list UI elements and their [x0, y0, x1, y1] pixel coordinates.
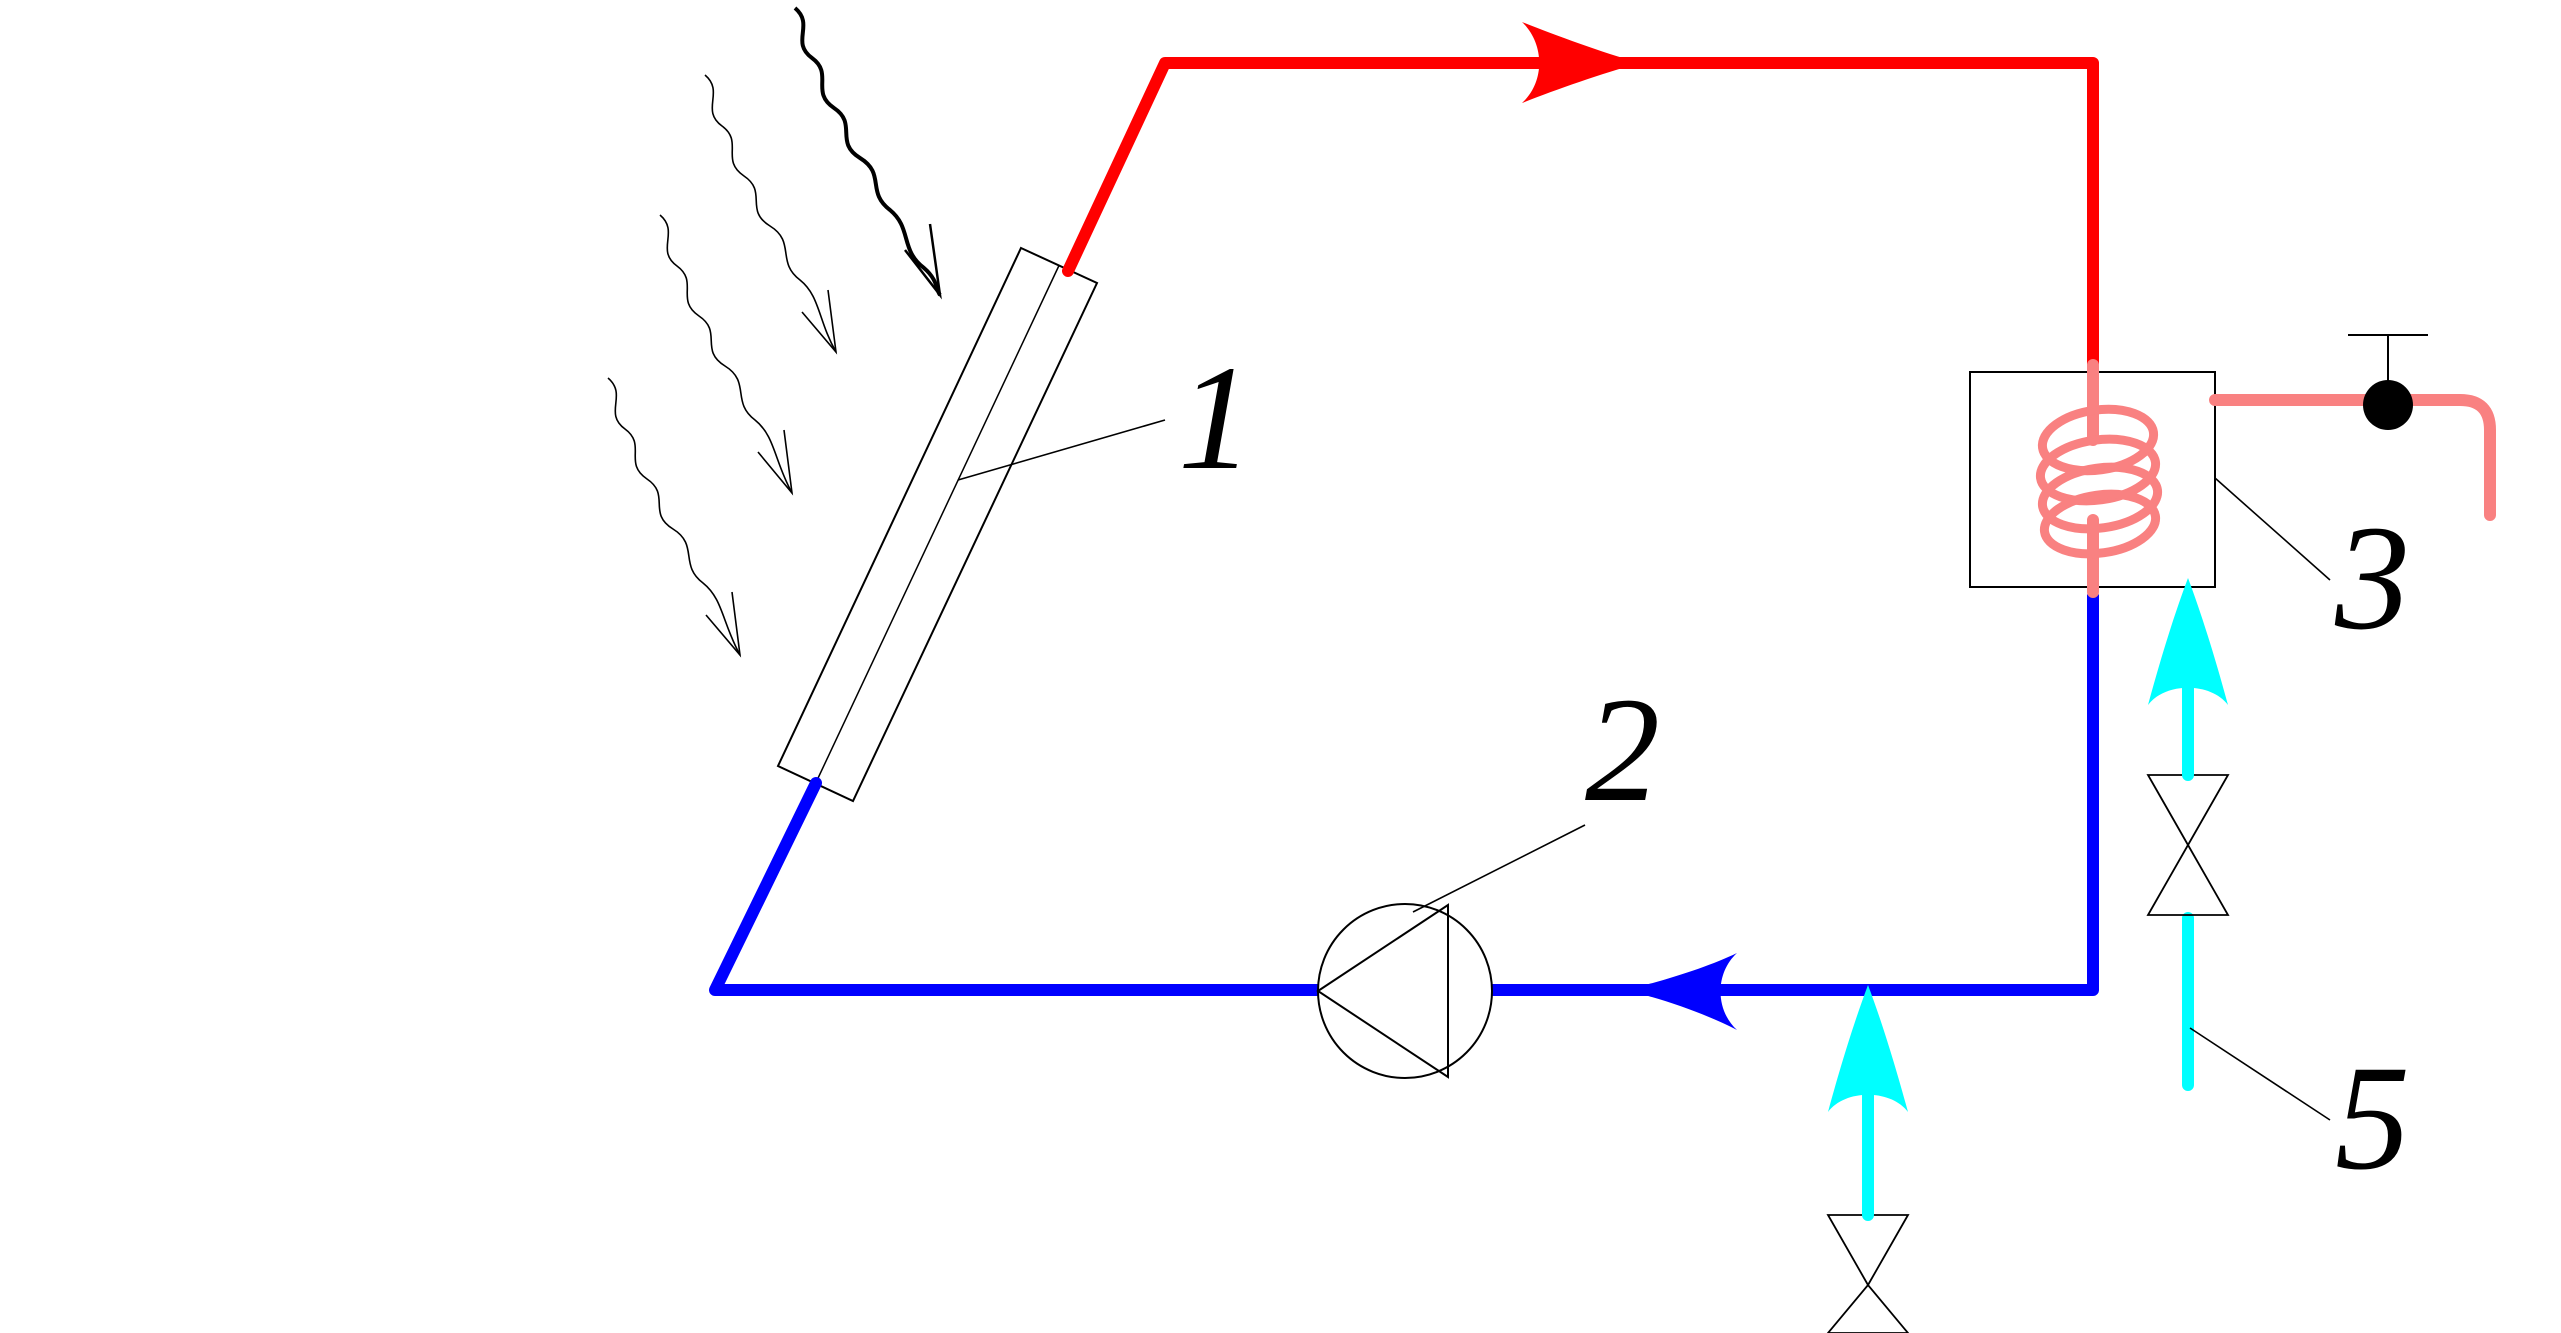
return-pipe-left — [709, 777, 1324, 996]
radiation-ray-3 — [659, 214, 793, 494]
label-pump: 2 — [1585, 667, 1660, 833]
label-collector: 1 — [1178, 335, 1253, 501]
coil-turn-2 — [2035, 434, 2161, 506]
supply-pipe — [1062, 57, 2099, 378]
valve-bottom-triangle — [2146, 843, 2230, 916]
supply-flow-arrowhead-icon — [1522, 22, 1640, 103]
makeup-flow-arrowhead-icon — [1828, 985, 1908, 1112]
label-heat-exchanger: 3 — [2334, 495, 2410, 661]
radiation-ray-4 — [607, 377, 741, 656]
return-line — [709, 590, 2099, 1030]
callout-numbers: 1 2 3 5 — [1178, 335, 2410, 1201]
tap-ball — [2363, 380, 2413, 430]
radiation-arrowhead-1 — [904, 223, 942, 300]
callout-leaders — [957, 419, 2331, 1121]
hot-water-pipe — [2209, 394, 2496, 521]
heat-exchanger — [1969, 359, 2216, 598]
coil-turn-3 — [2037, 462, 2163, 534]
cold-water-inlet — [2146, 578, 2230, 1091]
bowtie-valve-icon — [2146, 774, 2230, 916]
pump-triangle — [1316, 903, 1449, 1079]
solar-radiation-icon — [607, 6, 942, 658]
hot-water-outlet — [2209, 334, 2496, 521]
leader-cold-water — [2189, 1027, 2331, 1121]
radiation-ray-2 — [704, 74, 837, 353]
return-pipe-right — [1486, 590, 2099, 996]
return-flow-arrowhead-icon — [1625, 953, 1737, 1030]
circulation-pump-icon — [1316, 903, 1493, 1079]
makeup-valve-top-triangle — [1826, 1214, 1910, 1287]
radiation-arrowhead-2 — [801, 289, 838, 355]
pump-casing — [1317, 903, 1493, 1079]
tap-valve-icon — [2348, 334, 2428, 430]
heating-coil-icon — [2035, 404, 2163, 559]
bowtie-valve-icon — [1826, 1214, 1910, 1333]
valve-top-triangle — [2146, 774, 2230, 847]
radiation-arrowhead-4 — [705, 591, 742, 658]
leader-heat-exchanger — [2214, 477, 2331, 581]
collector-center-line — [814, 265, 1060, 784]
leader-collector — [957, 419, 1166, 481]
cold-water-flow-arrowhead-icon — [2148, 578, 2228, 705]
radiation-arrowhead-3 — [757, 429, 794, 496]
leader-pump — [1412, 824, 1586, 913]
label-cold-water-inlet: 5 — [2335, 1035, 2410, 1201]
makeup-valve-bottom-triangle — [1826, 1283, 1910, 1333]
coil-turn-4 — [2039, 489, 2161, 559]
radiation-ray-1 — [793, 6, 942, 297]
makeup-water-inlet — [1826, 985, 1910, 1333]
supply-line — [1062, 22, 2099, 378]
